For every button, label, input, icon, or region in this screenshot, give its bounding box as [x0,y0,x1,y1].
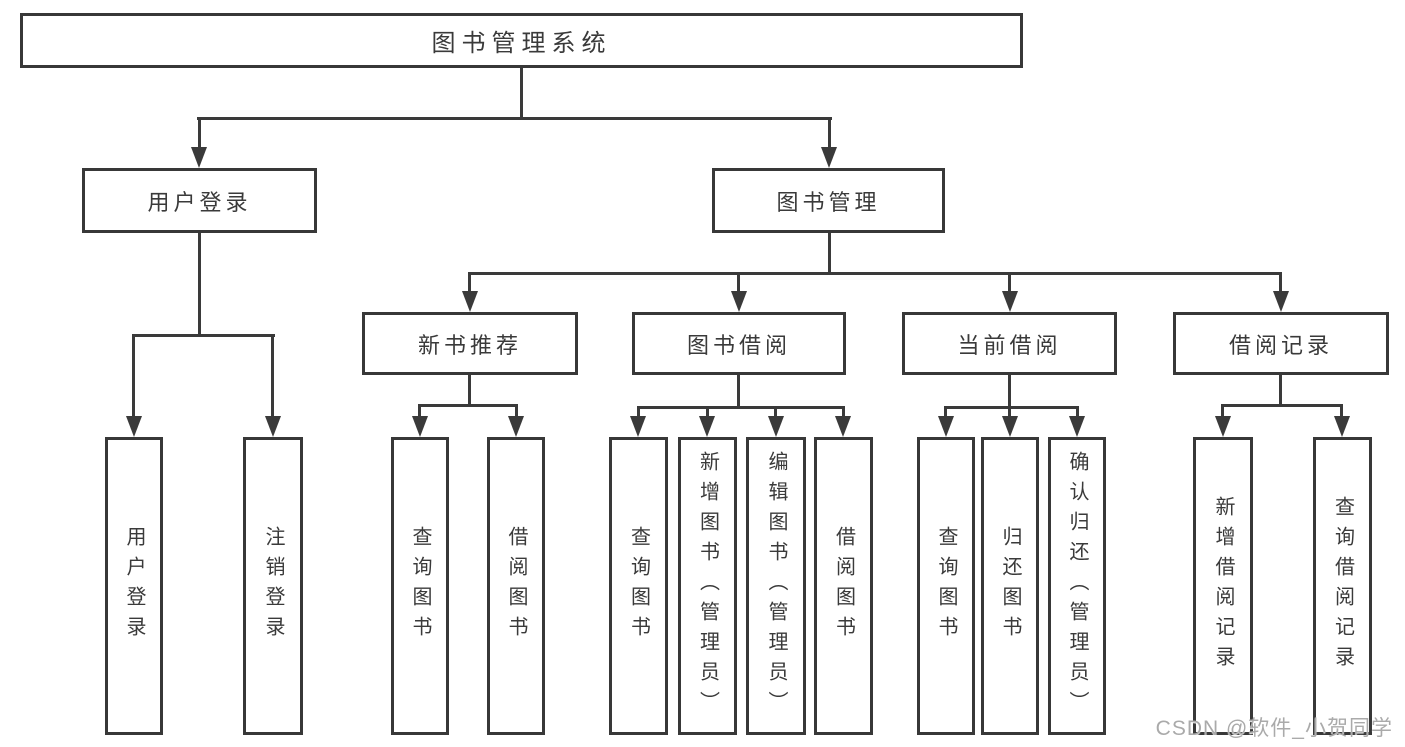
connector-line [637,406,640,418]
arrowhead-icon [412,416,428,437]
connector-line [774,406,777,418]
arrowhead-icon [508,416,524,437]
node-user-login: 用户登录 [82,168,317,233]
node-borrow-records: 借阅记录 [1173,312,1389,375]
connector-line [944,406,1079,409]
node-user-login-label: 用户登录 [147,189,252,215]
csdn-watermark: CSDN @软件_小贺同学 [1155,717,1393,740]
node-book-mgmt: 图书管理 [712,168,945,233]
leaf-logout: 注销登录 [243,437,303,735]
connector-line [1008,375,1011,409]
arrowhead-icon [768,416,784,437]
connector-line [737,272,740,294]
leaf-cb-query-books: 查询图书 [917,437,975,735]
leaf-bb-query-books: 查询图书 [609,437,668,735]
leaf-bb-query-books-label: 查询图书 [627,526,650,646]
leaf-cb-query-books-label: 查询图书 [935,526,957,646]
connector-line [1340,404,1343,418]
arrowhead-icon [126,416,142,437]
connector-line [842,406,845,418]
leaf-rec-query-books: 查询图书 [391,437,449,735]
arrowhead-icon [1002,416,1018,437]
connector-line [418,404,518,407]
leaf-bb-borrow-books: 借阅图书 [814,437,873,735]
leaf-cb-confirm-return-label: 确认归还（管理员） [1066,451,1088,721]
arrowhead-icon [462,291,478,312]
connector-line [1076,406,1079,418]
arrowhead-icon [835,416,851,437]
node-book-borrow: 图书借阅 [632,312,846,375]
connector-line [132,334,275,337]
leaf-user-login-label: 用户登录 [123,526,145,646]
leaf-br-query-record: 查询借阅记录 [1313,437,1372,735]
node-root: 图书管理系统 [20,13,1023,68]
node-new-book-rec: 新书推荐 [362,312,578,375]
arrowhead-icon [191,147,207,168]
leaf-br-add-record: 新增借阅记录 [1193,437,1253,735]
connector-line [944,406,947,418]
connector-line [1221,404,1343,407]
node-book-mgmt-label: 图书管理 [776,189,881,215]
leaf-rec-borrow-books-label: 借阅图书 [505,526,527,646]
arrowhead-icon [699,416,715,437]
connector-line [418,404,421,418]
connector-line [468,375,471,407]
leaf-bb-add-books-label: 新增图书（管理员） [696,451,719,721]
connector-line [271,334,274,418]
node-current-borrow: 当前借阅 [902,312,1117,375]
connector-line [1008,272,1011,294]
leaf-logout-label: 注销登录 [262,526,284,646]
leaf-rec-borrow-books: 借阅图书 [487,437,545,735]
connector-line [468,272,1282,275]
connector-line [468,272,471,294]
leaf-rec-query-books-label: 查询图书 [409,526,431,646]
leaf-bb-edit-books-label: 编辑图书（管理员） [765,451,787,721]
leaf-user-login: 用户登录 [105,437,163,735]
leaf-bb-edit-books: 编辑图书（管理员） [746,437,806,735]
connector-line [828,233,831,275]
arrowhead-icon [265,416,281,437]
arrowhead-icon [1002,291,1018,312]
arrowhead-icon [938,416,954,437]
connector-line [132,334,135,418]
connector-line [515,404,518,418]
leaf-cb-confirm-return: 确认归还（管理员） [1048,437,1106,735]
node-new-book-rec-label: 新书推荐 [417,332,522,358]
leaf-br-add-record-label: 新增借阅记录 [1212,496,1234,676]
arrowhead-icon [821,147,837,168]
connector-line [1221,404,1224,418]
leaf-br-query-record-label: 查询借阅记录 [1331,496,1354,676]
leaf-cb-return-books: 归还图书 [981,437,1039,735]
connector-line [1279,375,1282,407]
connector-line [197,117,832,120]
connector-line [198,233,201,337]
connector-line [637,406,845,409]
arrowhead-icon [1069,416,1085,437]
arrowhead-icon [731,291,747,312]
arrowhead-icon [1215,416,1231,437]
connector-line [1008,406,1011,418]
arrowhead-icon [630,416,646,437]
node-book-borrow-label: 图书借阅 [686,332,791,358]
node-root-label: 图书管理系统 [431,30,612,57]
connector-line [737,375,740,409]
leaf-cb-return-books-label: 归还图书 [999,526,1021,646]
leaf-bb-add-books: 新增图书（管理员） [678,437,737,735]
node-borrow-records-label: 借阅记录 [1228,332,1333,358]
connector-line [706,406,709,418]
connector-line [1279,272,1282,294]
connector-line [520,68,523,120]
node-current-borrow-label: 当前借阅 [957,332,1062,358]
arrowhead-icon [1334,416,1350,437]
arrowhead-icon [1273,291,1289,312]
leaf-bb-borrow-books-label: 借阅图书 [832,526,855,646]
connector-line [828,117,831,149]
connector-line [198,117,201,149]
